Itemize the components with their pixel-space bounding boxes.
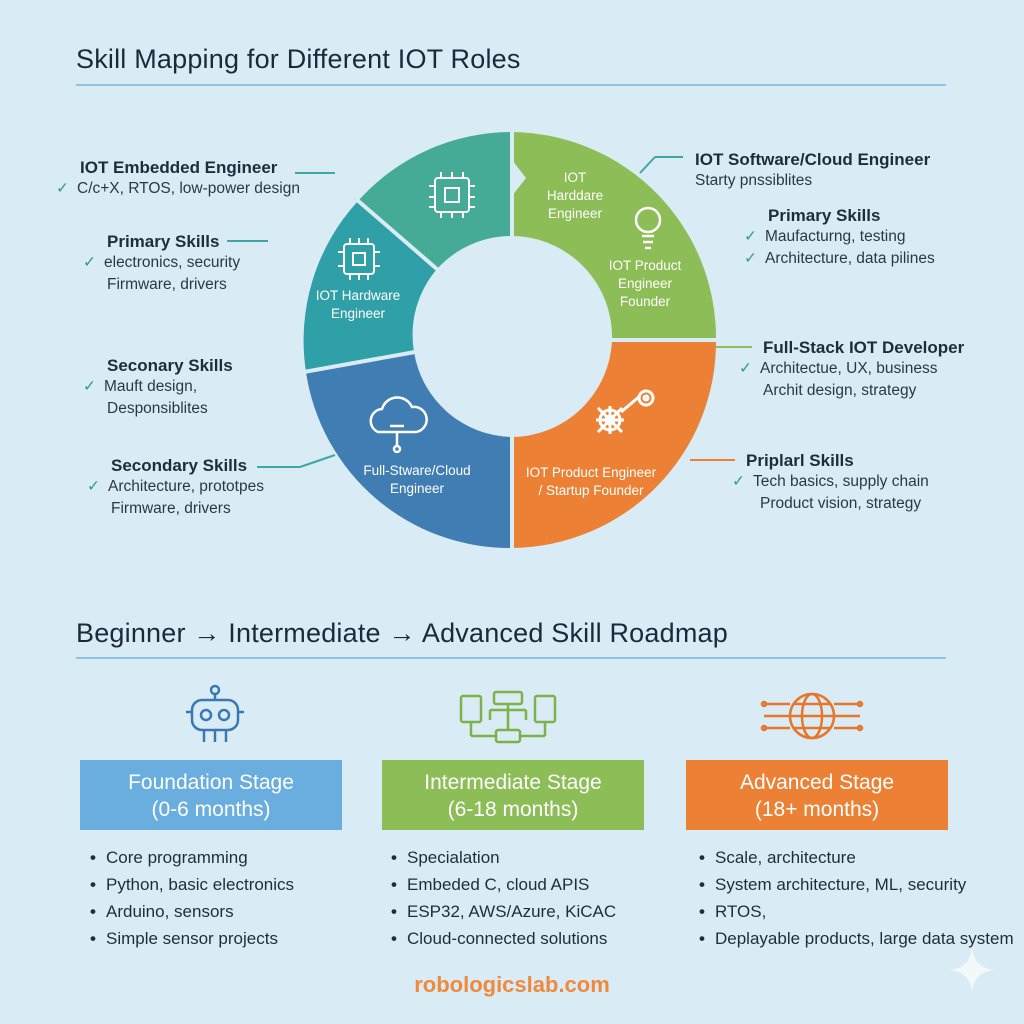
list-item: •RTOS, (699, 902, 767, 921)
page-title: Skill Mapping for Different IOT Roles (76, 44, 521, 74)
segment-label-startup-2: / Startup Founder (538, 483, 644, 498)
intermediate-stage-box: Intermediate Stage (6-18 months) (382, 760, 644, 830)
network-devices-icon (459, 690, 557, 744)
gears-icon (596, 389, 655, 434)
segment-label-product: IOT Product (609, 258, 682, 273)
segment-label-harddare-3: Engineer (548, 206, 603, 221)
segment-label-harddare-2: Harddare (547, 188, 603, 203)
list-item: •Python, basic electronics (90, 875, 295, 894)
segment-label-hardware: IOT Hardware (316, 288, 401, 303)
label-priplarl-skills: Priplarl Skills ✓Tech basics, supply cha… (732, 451, 929, 512)
list-item: •Simple sensor projects (90, 929, 278, 948)
stage-title: Advanced Stage (739, 771, 895, 794)
list-item: •ESP32, AWS/Azure, KiCAC (391, 902, 617, 921)
stage-duration: (18+ months) (754, 798, 880, 821)
segment-label-harddare: IOT (564, 170, 587, 185)
foundation-stage-box: Foundation Stage (0-6 months) (80, 760, 342, 830)
label-full-stack-developer: Full-Stack IOT Developer ✓Architectue, U… (739, 338, 965, 399)
advanced-stage-box: Advanced Stage (18+ months) (686, 760, 948, 830)
check-icon: ✓ (739, 360, 752, 377)
advanced-stage-list: •Scale, architecture •System architectur… (699, 848, 1024, 956)
ring-segment-product (512, 132, 717, 340)
check-icon: ✓ (744, 228, 757, 245)
list-item: •Arduino, sensors (90, 902, 234, 921)
label-software-cloud-engineer: IOT Software/Cloud Engineer Starty pnssi… (695, 150, 931, 189)
list-item: •Embeded C, cloud APIS (391, 875, 590, 894)
ring-segment-cloud (306, 352, 512, 549)
ring-segment-hardware (303, 201, 437, 372)
check-icon: ✓ (732, 473, 745, 490)
label-embedded-engineer: IOT Embedded Engineer ✓C/c+X, RTOS, low-… (56, 158, 300, 197)
check-icon: ✓ (744, 250, 757, 267)
check-icon: ✓ (83, 254, 96, 271)
stage-duration: (6-18 months) (447, 798, 579, 821)
label-primary-skills-right: Primary Skills ✓Maufacturng, testing ✓Ar… (744, 206, 935, 267)
segment-label-startup: IOT Product Engineer (526, 465, 657, 480)
chip-icon (429, 172, 475, 218)
stage-duration: (0-6 months) (151, 798, 271, 821)
role-ring-diagram: IOT Hardware Engineer IOT Harddare Engin… (227, 130, 752, 550)
footer-website: robologicslab.com (414, 972, 610, 997)
roadmap-divider (76, 657, 946, 659)
list-item: •Core programming (90, 848, 248, 867)
list-item: •Cloud-connected solutions (391, 929, 608, 948)
stage-title: Intermediate Stage (424, 771, 602, 794)
ring-segment-startup (512, 340, 717, 548)
stage-title: Foundation Stage (128, 771, 294, 794)
title-divider (76, 84, 946, 86)
segment-label-cloud-2: Engineer (390, 481, 445, 496)
intermediate-stage-list: •Specialation •Embeded C, cloud APIS •ES… (391, 848, 616, 956)
foundation-stage-list: •Core programming •Python, basic electro… (90, 848, 294, 956)
chip-icon (338, 238, 380, 280)
segment-label-product-3: Founder (620, 294, 671, 309)
check-icon: ✓ (87, 478, 100, 495)
globe-network-icon (760, 692, 864, 740)
check-icon: ✓ (83, 378, 96, 395)
roadmap-title: Beginner → Intermediate → Advanced Skill… (76, 618, 728, 648)
lightbulb-icon (634, 206, 662, 250)
cloud-icon (369, 396, 428, 454)
label-secondary-skills: Secondary Skills ✓Architecture, prototpe… (87, 456, 264, 517)
robot-icon (186, 684, 244, 742)
list-item: •Specialation (391, 848, 500, 867)
segment-label-product-2: Engineer (618, 276, 673, 291)
list-item: •System architecture, ML, security (699, 875, 967, 894)
list-item: •Deplayable products, large data system (699, 929, 1014, 948)
sparkle-icon (950, 948, 994, 992)
leader-line (299, 454, 336, 468)
leader-line (639, 156, 656, 174)
segment-label-hardware-2: Engineer (331, 306, 386, 321)
segment-label-cloud: Full-Stware/Cloud (363, 463, 470, 478)
label-seconary-skills: Seconary Skills ✓Mauft design, Desponsib… (83, 356, 233, 417)
list-item: •Scale, architecture (699, 848, 856, 867)
check-icon: ✓ (56, 180, 69, 197)
label-primary-skills-left: Primary Skills ✓electronics, security Fi… (83, 232, 241, 293)
